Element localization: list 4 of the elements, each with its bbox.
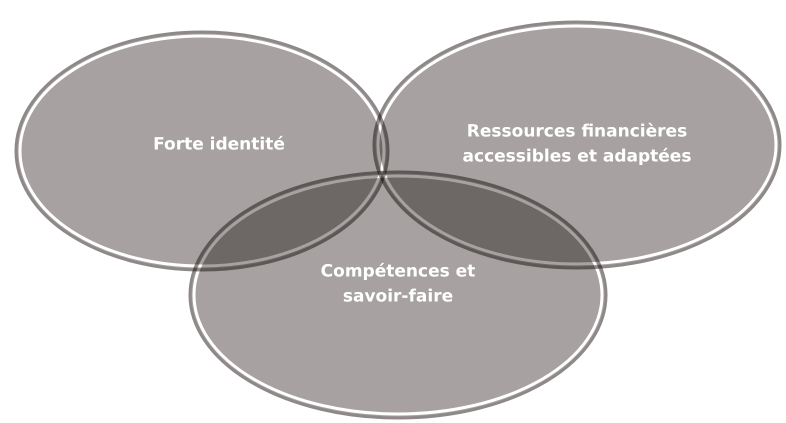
circle-label: Compétences et savoir-faire [320,260,476,308]
venn-ellipse [188,170,608,420]
circle-label: Ressources financières accessibles et adaptées [462,120,692,168]
circle-label: Forte identité [152,134,286,157]
